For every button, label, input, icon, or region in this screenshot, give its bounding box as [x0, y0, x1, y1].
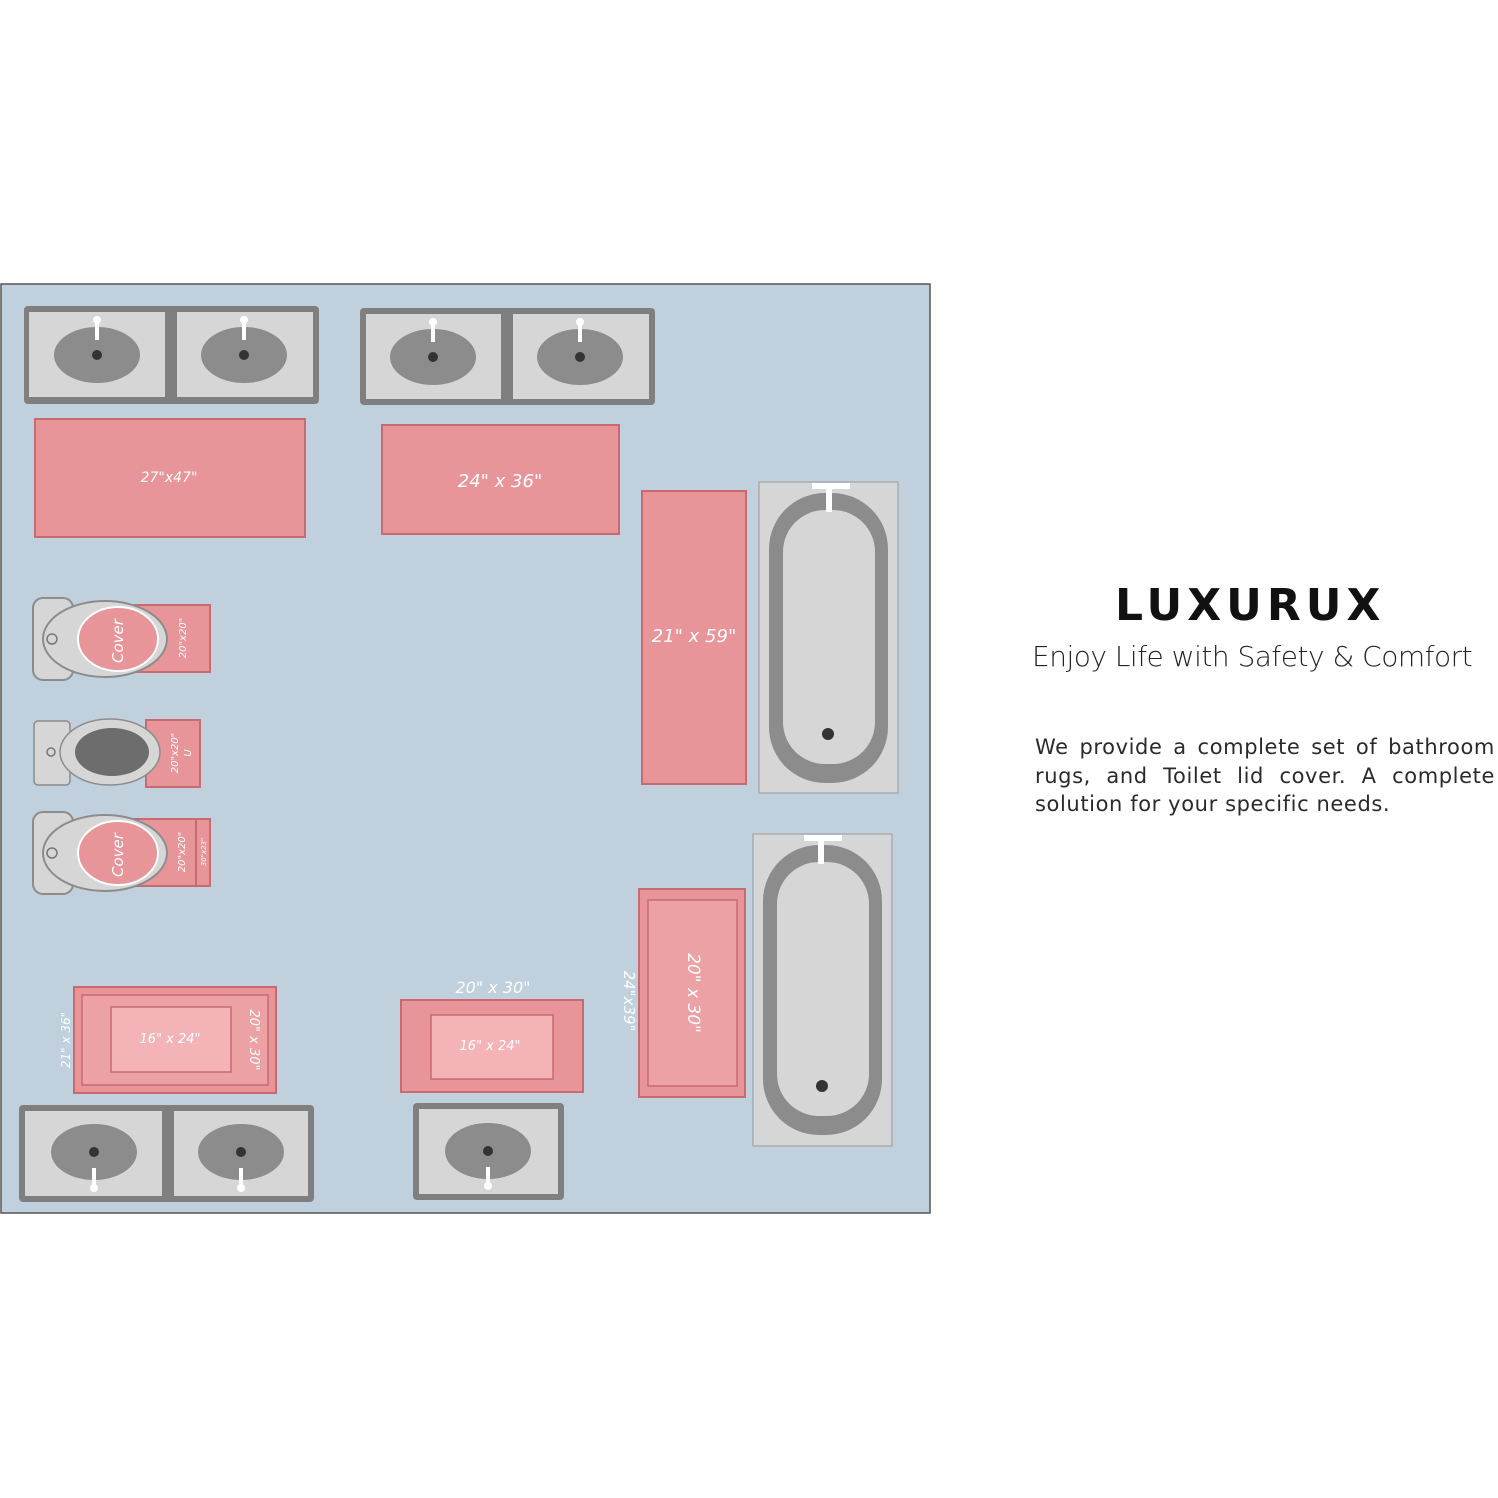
- mat-size-label: 20"x20": [170, 733, 181, 774]
- tagline: Enjoy Life with Safety & Comfort: [1032, 640, 1473, 673]
- mat-shape-label: U: [183, 749, 194, 757]
- rug-size-label: 16" x 24": [459, 1039, 520, 1054]
- rug-size-label: 21" x 59": [652, 626, 736, 647]
- rug-24x36: 24" x 36": [381, 424, 620, 535]
- brand-block: LUXURUX: [1030, 574, 1480, 630]
- double-vanity-top-left: [24, 306, 319, 404]
- toilet-with-cover-2: Cover 20"x20" 30"x23": [32, 811, 211, 895]
- rug-size-label: 20" x 30": [683, 953, 703, 1033]
- rug-set-bottom-left: 16" x 24" 20" x 30" 21" x 36": [59, 986, 277, 1094]
- brand-logo: LUXURUX: [1115, 580, 1385, 630]
- rug-size-label: 24"x39": [620, 971, 638, 1032]
- rug-size-label: 20" x 30": [246, 1009, 261, 1070]
- rug-size-label: 27"x47": [141, 470, 198, 486]
- description-text: We provide a complete set of bathroom ru…: [1035, 735, 1495, 816]
- rug-size-label: 21" x 36": [59, 1012, 73, 1068]
- mat-size-label: 20"x20": [177, 832, 188, 873]
- mat-size-label: 20"x20": [178, 618, 189, 659]
- toilet-with-u-mat: 20"x20" U: [33, 718, 201, 788]
- bathroom-floor-plan: 27"x47" 24" x 36" 21" x 59" Cover 20"x2: [0, 283, 931, 1214]
- single-vanity-bottom: [413, 1103, 564, 1200]
- rug-size-label: 16" x 24": [139, 1032, 200, 1047]
- double-vanity-bottom-left: [19, 1105, 314, 1202]
- bathtub-top: [758, 481, 899, 794]
- brand-name: LUXURUX: [1115, 580, 1385, 630]
- double-vanity-top-middle: [360, 308, 655, 405]
- toilet-with-cover-1: Cover 20"x20": [32, 597, 211, 681]
- rug-set-right: 20" x 30" 24"x39": [620, 888, 746, 1098]
- rug-21x59: 21" x 59": [641, 490, 747, 785]
- mat-size-label: 30"x23": [200, 838, 208, 866]
- rug-27x47: 27"x47": [34, 418, 306, 538]
- rug-size-label: 20" x 30": [455, 978, 530, 997]
- bathtub-bottom: [752, 833, 893, 1147]
- cover-label: Cover: [109, 618, 127, 663]
- cover-label: Cover: [109, 832, 127, 877]
- rug-size-label: 24" x 36": [458, 471, 542, 492]
- rug-set-bottom-middle: 20" x 30" 16" x 24": [400, 978, 584, 1093]
